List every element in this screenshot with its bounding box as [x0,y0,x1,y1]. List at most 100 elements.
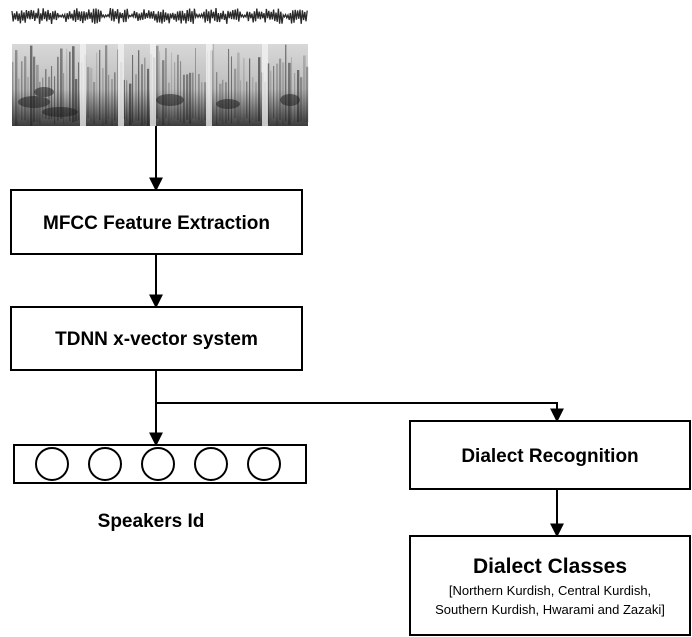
spectrogram-stripe [75,79,78,122]
spectrogram-stripe [99,49,101,121]
spectrogram-stripe [135,74,138,121]
spectrogram-stripe [159,51,161,124]
spectrogram-stripe [54,76,56,125]
spectrogram-stripe [246,81,248,119]
spectrogram-stripe [66,48,68,123]
spectrogram-stripe [234,68,237,119]
spectrogram-silence-band [206,44,212,126]
spectrogram-stripe [129,83,132,125]
waveform-image [11,8,308,24]
spectrogram-stripe [252,77,254,120]
spectrogram-stripe [117,49,119,122]
spectrogram-stripe [255,82,257,122]
edges [149,126,564,538]
spectrogram-stripe [231,56,232,124]
spectrogram-silence-band [80,44,86,126]
node-dialect-recognition: Dialect Recognition [409,420,691,490]
spectrogram-stripe [108,74,110,120]
spectrogram-stripe [63,73,65,125]
spectrogram-formant [34,87,54,97]
spectrogram-stripe [300,77,303,122]
spectrogram-stripe [90,67,93,122]
spectrogram-silence-band [118,44,124,126]
speakers-label: Speakers Id [98,511,205,532]
spectrogram-stripe [57,56,59,121]
spectrogram-stripe [270,70,272,121]
spectrogram-silence-band [150,44,156,126]
dialect-classes-line2: Southern Kurdish, Hwarami and Zazaki] [435,602,665,617]
spectrogram-stripe [306,66,309,123]
spectrogram-stripe [237,52,240,125]
spectrogram-stripe [228,48,230,121]
spectrogram-stripe [114,72,116,121]
embedding-slot-circle [35,447,69,481]
edge-tdnn-to-dialect-recognition [156,402,564,423]
spectrogram-formant [156,94,184,106]
mfcc-label: MFCC Feature Extraction [43,213,270,234]
spectrogram-stripe [198,74,200,121]
spectrogram-stripe [192,72,194,119]
spectrogram-stripe [87,67,90,119]
spectrogram-stripe [48,76,51,120]
spectrogram-stripe [165,48,167,119]
spectrogram-stripe [12,61,14,121]
spectrogram-formant [18,96,50,108]
spectrogram-image [12,44,309,126]
spectrogram-stripe [111,79,113,126]
embedding-slot-circle [194,447,228,481]
embedding-slot-circle [88,447,122,481]
spectrogram-stripe [96,52,98,119]
embedding-slot-circle [141,447,175,481]
spectrogram-stripe [21,61,23,121]
spectrogram-stripe [141,64,143,126]
spectrogram-stripe [138,50,140,121]
spectrogram-stripe [72,46,75,123]
spectrogram-stripe [93,82,96,124]
spectrogram-stripe [204,82,207,121]
spectrogram-stripe [258,57,261,122]
spectrogram-stripe [201,82,203,123]
spectrogram-stripe [15,50,18,126]
spectrogram-stripe [156,45,159,119]
spectrogram-stripe [102,68,104,126]
dialect-recognition-label: Dialect Recognition [461,446,638,467]
embedding-slot-circle [247,447,281,481]
spectrogram-stripe [279,58,282,120]
tdnn-box [10,306,303,371]
spectrogram-stripe [78,62,80,121]
spectrogram-stripe [297,70,300,122]
spectrogram-stripe [183,74,185,124]
spectrogram-stripe [282,62,285,126]
node-dialect-classes: Dialect Classes [Northern Kurdish, Centr… [409,535,691,636]
embedding-slots [35,447,281,481]
spectrogram-stripe [147,68,150,126]
spectrogram-formant [216,99,240,109]
spectrogram-stripe [276,63,279,126]
dialect-classes-box [409,535,691,636]
dialect-classes-title: Dialect Classes [473,555,627,578]
spectrogram-stripe [213,44,215,119]
node-tdnn: TDNN x-vector system [10,306,303,371]
dialect-recognition-box [409,420,691,490]
spectrogram-formant [42,107,78,117]
spectrogram-stripe [144,57,146,124]
dialect-classes-line1: [Northern Kurdish, Central Kurdish, [449,583,651,598]
spectrogram-stripe [30,45,33,126]
spectrogram-stripe [105,45,108,124]
spectrogram-stripe [18,78,20,119]
node-mfcc: MFCC Feature Extraction [10,189,303,255]
spectrogram-stripe [288,62,291,125]
spectrogram-stripe [33,56,36,123]
spectrogram-stripe [132,55,134,123]
spectrogram-stripe [162,60,165,126]
spectrogram-silence-band [262,44,268,126]
node-speakers: Speakers Id [13,444,307,532]
mfcc-box [10,189,303,255]
tdnn-label: TDNN x-vector system [55,329,258,350]
spectrogram-stripe [60,48,63,119]
spectrogram-stripe [126,80,128,121]
spectrogram-stripe [69,51,71,122]
spectrogram-stripe [273,66,275,119]
spectrogram-stripe [267,63,270,124]
